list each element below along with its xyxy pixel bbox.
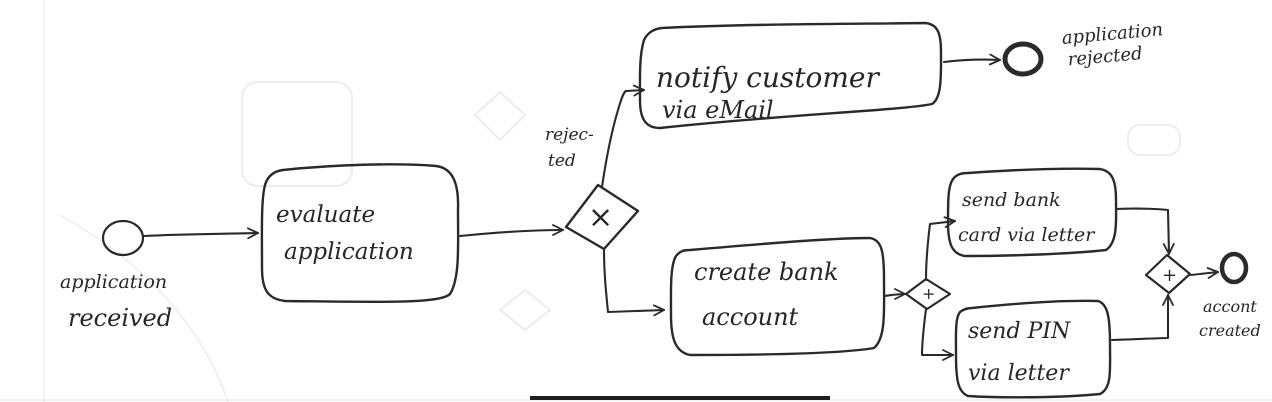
task-send-pin-label-line: via letter <box>968 361 1070 386</box>
task-create-label-line: create bank <box>694 258 839 286</box>
start-event-label-line: application <box>60 271 167 293</box>
flow-create-to-split <box>882 288 907 300</box>
flow-xor-to-create <box>602 248 666 317</box>
task-evaluate-label-line: application <box>284 239 414 265</box>
flow-pin-to-join <box>1110 293 1174 342</box>
task-send-pin: send PIN via letter <box>954 299 1112 399</box>
gateway-split-symbol: + <box>922 284 935 303</box>
task-create-bank-account: create bank account <box>669 236 886 357</box>
gateway-join-diamond <box>1144 253 1192 295</box>
start-event-circle <box>101 219 145 257</box>
task-notify-customer: notify customer via eMail <box>638 21 943 130</box>
task-notify-label-line: via eMail <box>662 96 774 124</box>
task-send-pin-label-line: send PIN <box>968 319 1071 344</box>
end-event-created-circle <box>1219 251 1249 285</box>
gateway-parallel-join: + <box>1144 253 1192 295</box>
task-evaluate-label: evaluate application <box>276 202 414 265</box>
task-evaluate-application: evaluate application <box>260 163 460 304</box>
task-evaluate-label-line: evaluate <box>276 202 375 228</box>
flow-label-rejected: rejec- ted <box>545 125 599 171</box>
flow-label-rejected-line: ted <box>548 151 576 171</box>
task-send-pin-label: send PIN via letter <box>968 319 1077 386</box>
flow-start-to-evaluate <box>142 227 260 240</box>
end-event-rejected-label-line: application <box>1061 19 1164 49</box>
end-event-rejected-label: application rejected <box>1061 19 1172 71</box>
gateway-xor-symbol: × <box>588 200 613 235</box>
flow-join-to-end <box>1189 267 1220 279</box>
end-event-created: accont created <box>1199 251 1262 340</box>
flow-xor-to-notify <box>600 84 646 189</box>
task-send-card-label-line: card via letter <box>958 224 1096 246</box>
gateway-parallel-split: + <box>904 277 952 311</box>
task-notify-label: notify customer via eMail <box>656 61 888 124</box>
start-event: application received <box>60 219 173 332</box>
start-event-label-line: received <box>68 304 172 332</box>
task-create-box <box>669 236 886 357</box>
gateway-split-diamond <box>904 277 952 311</box>
gateway-join-symbol: + <box>1162 265 1177 286</box>
task-send-card-box <box>946 167 1118 258</box>
start-event-label: application received <box>60 271 173 332</box>
task-send-card-label: send bank card via letter <box>958 189 1096 246</box>
end-event-created-label: accont created <box>1199 297 1262 340</box>
flow-notify-to-end <box>942 53 1002 66</box>
gateway-xor: × <box>564 183 640 251</box>
task-notify-label-line: notify customer <box>656 61 880 94</box>
end-event-rejected-circle <box>1002 41 1044 77</box>
flow-split-to-pin <box>920 307 955 361</box>
task-send-card-label-line: send bank <box>962 189 1061 211</box>
flow-split-to-card <box>924 216 957 282</box>
gateway-xor-diamond <box>564 183 640 251</box>
task-evaluate-box <box>260 163 460 304</box>
task-send-pin-box <box>954 299 1112 399</box>
end-event-created-label-line: created <box>1199 321 1261 340</box>
task-create-label: create bank account <box>694 258 846 331</box>
end-event-rejected: application rejected <box>1002 19 1172 77</box>
task-create-label-line: account <box>702 303 799 331</box>
flow-evaluate-to-xor <box>458 224 565 238</box>
flow-card-to-join <box>1114 207 1175 256</box>
sequence-flows <box>142 53 1220 361</box>
task-notify-box <box>638 21 943 130</box>
task-send-bank-card: send bank card via letter <box>946 167 1118 258</box>
flow-label-rejected-line: rejec- <box>545 125 594 145</box>
end-event-created-label-line: accont <box>1203 297 1257 316</box>
